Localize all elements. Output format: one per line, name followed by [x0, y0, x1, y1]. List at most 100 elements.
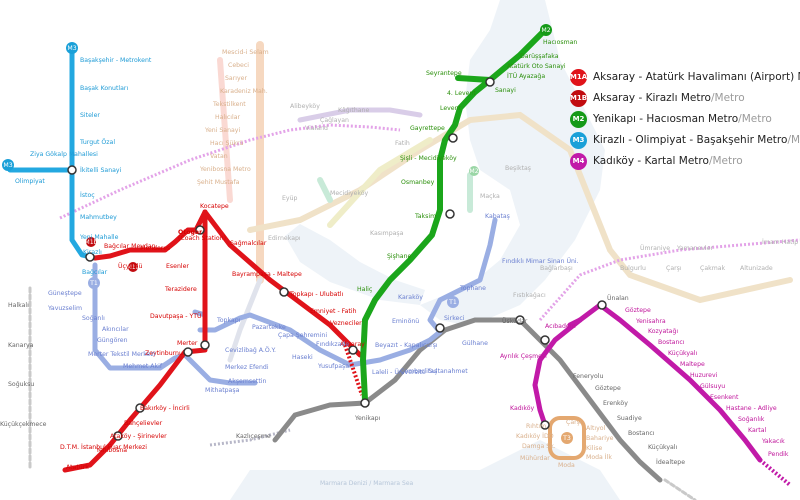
label-f-altunizade: Altunizade	[740, 265, 773, 272]
marmaray-line	[28, 286, 697, 500]
legend-name-m1a: Aksaray - Atatürk Havalimanı (Airport) M…	[593, 71, 800, 83]
badge-m1a: M1a	[126, 264, 139, 271]
label-esenkent: Esenkent	[710, 394, 739, 401]
label-yeni-mahalle: Yeni Mahalle	[79, 234, 119, 241]
label-kartal: Kartal	[748, 427, 767, 434]
label-akincilar: Akıncılar	[102, 326, 129, 333]
label-bahcelievler: Bahçelievler	[124, 420, 163, 427]
label-f-yamanevler: Yamanevler	[676, 245, 713, 252]
badge-m2-top: M2	[541, 27, 550, 34]
label-haseki: Haseki	[292, 354, 313, 361]
label-bostanci: Bostancı	[628, 430, 655, 437]
label-basak-konutlari: Başak Konutları	[80, 85, 128, 92]
label-haciosman: Hacıosman	[543, 39, 577, 46]
transfer-unalan	[597, 300, 607, 310]
label-f-mescid: Mescid-i Selam	[222, 49, 269, 56]
label-sultanahmet: Sultanahmet	[428, 368, 468, 375]
label-otogar: Otogar	[178, 229, 203, 236]
marmaray-labels: Halkalı Kanarya Soğuksu Küçükçekmece Kaz…	[0, 302, 685, 466]
legend-badge-m3: M3	[570, 131, 587, 149]
dotted-lines	[59, 123, 800, 447]
label-tophane: Tophane	[459, 285, 486, 292]
label-ayrilik-cesmesi: Ayrılık Çeşmesi	[500, 353, 547, 360]
label-menderes: Menderes	[140, 245, 170, 252]
legend-sep-m3: /	[787, 134, 791, 146]
label-f-imam-hatip: İmam Hatip Lisesi	[762, 237, 800, 246]
label-davutpasa: Davutpaşa - YTÜ	[150, 311, 202, 320]
label-t3-kilise: Kilise	[586, 445, 602, 452]
label-yakacik: Yakacık	[761, 438, 785, 445]
legend-type-m3: Metro	[790, 134, 800, 146]
label-goztepe-marmaray: Göztepe	[595, 385, 621, 392]
label-f-kagithane: Kâğıthane	[338, 106, 369, 114]
label-unalan: Ünalan	[607, 293, 629, 302]
line-badges: M3 M3 M2 M1b M1a T1 T1 T3 M2	[2, 24, 573, 444]
label-sagmalcilar: Sağmalcılar	[230, 239, 267, 247]
m3-labels: Başakşehir - Metrokent Başak Konutları S…	[15, 57, 152, 276]
badge-m2-small: M2	[469, 168, 478, 175]
label-siteler: Siteler	[80, 112, 100, 119]
label-t3-ido: Kadıköy İDO	[516, 431, 554, 440]
m2-line	[360, 27, 548, 403]
label-f-caglayan2: Fatih	[395, 140, 410, 147]
label-t3-carsi: Çarşı	[566, 419, 582, 426]
tram-labels: Güneştepe Yavuzselim Soğanlı Akıncılar G…	[47, 213, 579, 394]
legend-row-m3: M3 Kirazlı - Olimpiyat - Başakşehir Metr…	[570, 131, 800, 149]
label-pendik: Pendik	[768, 451, 789, 458]
label-f-alibeykoy: Alibeyköy	[290, 103, 320, 110]
label-t3-altiyol: Altıyol	[586, 425, 606, 432]
label-erenkoy: Erenköy	[603, 400, 628, 407]
legend-row-m1a: M1A Aksaray - Atatürk Havalimanı (Airpor…	[570, 68, 800, 86]
label-yavuzselim: Yavuzselim	[47, 305, 82, 312]
transfer-otogar	[195, 225, 205, 235]
label-vezneciler: Vezneciler	[330, 320, 362, 327]
label-marmara-sea: Marmara Denizi / Marmara Sea	[320, 480, 414, 487]
label-bostanci-m4: Bostancı	[658, 339, 685, 346]
label-f-yenibosna: Yenibosna Metro	[199, 166, 251, 173]
legend-row-m4: M4 Kadıköy - Kartal Metro / Metro	[570, 152, 743, 170]
label-bagcilar: Bağcılar	[82, 268, 108, 276]
label-aksaray: Aksaray	[340, 341, 365, 348]
label-gunestepe: Güneştepe	[48, 290, 82, 297]
label-darussafaka: Darüşşafaka	[520, 53, 559, 60]
label-f-cebeci: Cebeci	[228, 62, 249, 69]
legend-sep-m2: /	[738, 113, 742, 125]
label-f-carsi: Çarşı	[666, 265, 682, 272]
label-gulhane: Gülhane	[462, 340, 488, 347]
transfer-gayrettepe	[448, 133, 458, 143]
label-ucyuzlu: Üçyüzlü	[118, 261, 142, 270]
label-ataturk: Atatürk	[66, 464, 89, 471]
label-f-mecidiyekoy: Mecidiyeköy	[330, 190, 369, 197]
label-kabatas: Kabataş	[485, 213, 510, 220]
label-turgut-ozal: Turgut Özal	[79, 137, 115, 146]
tram-t3-loop	[548, 416, 586, 460]
label-ataturk-oto-sanayi: Atatürk Oto Sanayi	[507, 63, 566, 70]
label-f-bulgurlu: Bulgurlu	[620, 265, 646, 272]
label-topkapi-ulubatli: Topkapı - Ulubatlı	[289, 291, 344, 298]
label-bagcilar-meydan: Bağcılar Meydan	[104, 242, 156, 250]
transfer-merter	[200, 340, 210, 350]
m1-labels: Bağcılar Meydan Menderes Üçyüzlü Esenler…	[60, 203, 365, 471]
label-f-baglarbasi: Bağlarbaşı	[540, 264, 573, 272]
transfer-levent	[485, 77, 495, 87]
transfer-sirkeci	[435, 323, 445, 333]
legend-row-m2: M2 Yenikapı - Hacıosman Metro / Metro	[570, 110, 772, 128]
future-line-labels: Mescid-i Selam Cebeci Sarıyer Karadeniz …	[197, 49, 800, 299]
transfer-yenikapi	[360, 398, 370, 408]
label-f-sariyer: Sarıyer	[225, 75, 247, 82]
legend-sep-m1b: /	[710, 92, 715, 104]
label-istoc: İstoç	[80, 190, 95, 199]
label-f-fistikagaci: Fıstıkağacı	[513, 291, 546, 299]
badge-m1b: M1b	[84, 239, 97, 246]
label-pazartekke: Pazartekke	[252, 324, 286, 331]
label-itu-ayazaga: İTÜ Ayazağa	[507, 71, 545, 80]
label-f-cakmak: Çakmak	[700, 265, 726, 272]
label-seyrantepe: Seyrantepe	[426, 70, 462, 77]
label-sirkeci: Sirkeci	[444, 315, 465, 322]
label-f-tekstilkent: Tekstilkent	[212, 101, 246, 108]
label-mithatpasa: Mithatpaşa	[205, 387, 240, 394]
label-soguksu: Soğuksu	[8, 380, 34, 388]
label-merkez-efendi: Merkez Efendi	[225, 364, 269, 371]
label-kucukcekmece: Küçükçekmece	[0, 421, 47, 428]
label-t3-moda-ilk: Moda İlk	[586, 452, 612, 461]
